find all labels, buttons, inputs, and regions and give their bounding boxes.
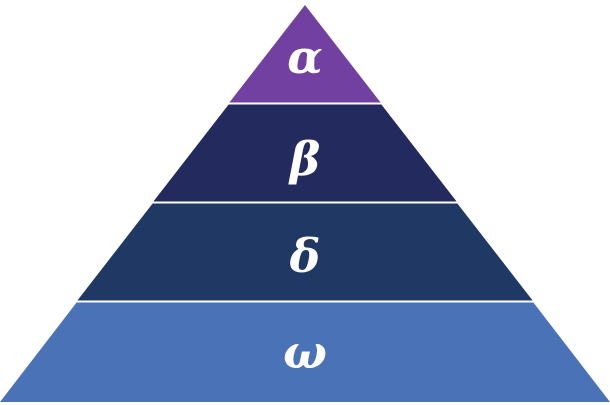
tier-alpha-label: α — [287, 30, 322, 84]
tier-omega-label: ω — [283, 325, 327, 379]
tier-delta-label: δ — [289, 229, 321, 283]
tier-beta-label: β — [288, 132, 321, 186]
tier-omega-shape — [0, 302, 610, 402]
tier-beta-shape — [153, 104, 457, 202]
tier-delta-shape — [77, 203, 533, 301]
tier-alpha-shape — [229, 5, 381, 103]
